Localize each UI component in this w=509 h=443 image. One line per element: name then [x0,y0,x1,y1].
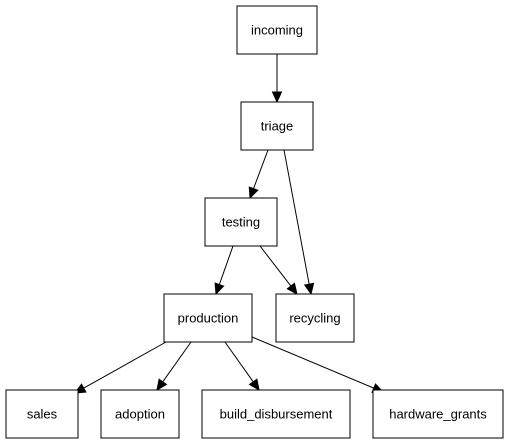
edge-production-to-hardware-grants [251,336,385,393]
edge-line [283,149,310,285]
node-incoming: incoming [236,5,318,55]
node-sales: sales [5,389,79,439]
edge-line [251,336,374,389]
edge-incoming-to-triage [271,54,283,104]
node-triage: triage [240,101,314,151]
edge-production-to-adoption [156,341,192,391]
edge-triage-to-testing [248,149,269,200]
node-production: production [163,293,253,343]
arrowhead-icon [156,378,168,391]
node-label-adoption: adoption [115,407,165,422]
arrowhead-icon [214,282,225,296]
arrowhead-icon [248,186,259,200]
node-testing: testing [204,197,278,247]
edge-line [224,341,254,383]
edge-line [83,341,167,389]
edge-line [162,341,192,383]
node-label-triage: triage [261,119,294,134]
edge-line [253,149,269,189]
node-label-hardware-grants: hardware_grants [389,407,487,422]
node-label-incoming: incoming [251,23,303,38]
node-build-disbursement: build_disbursement [201,389,351,439]
arrowhead-icon [271,91,283,104]
node-label-recycling: recycling [289,311,340,326]
edge-production-to-build-disbursement [224,341,260,391]
edge-triage-to-recycling [283,149,315,296]
node-label-build-disbursement: build_disbursement [220,407,333,422]
edge-testing-to-recycling [259,245,298,295]
edge-line [218,245,234,285]
node-label-testing: testing [222,215,260,230]
edge-line [259,245,292,287]
arrowhead-icon [248,378,260,391]
node-hardware-grants: hardware_grants [372,389,504,439]
node-label-production: production [178,311,239,326]
edge-production-to-sales [73,341,167,394]
node-recycling: recycling [275,293,355,343]
node-label-sales: sales [27,407,58,422]
edge-testing-to-production [214,245,234,296]
arrowhead-icon [286,282,298,295]
arrowhead-icon [303,282,315,296]
node-adoption: adoption [100,389,180,439]
